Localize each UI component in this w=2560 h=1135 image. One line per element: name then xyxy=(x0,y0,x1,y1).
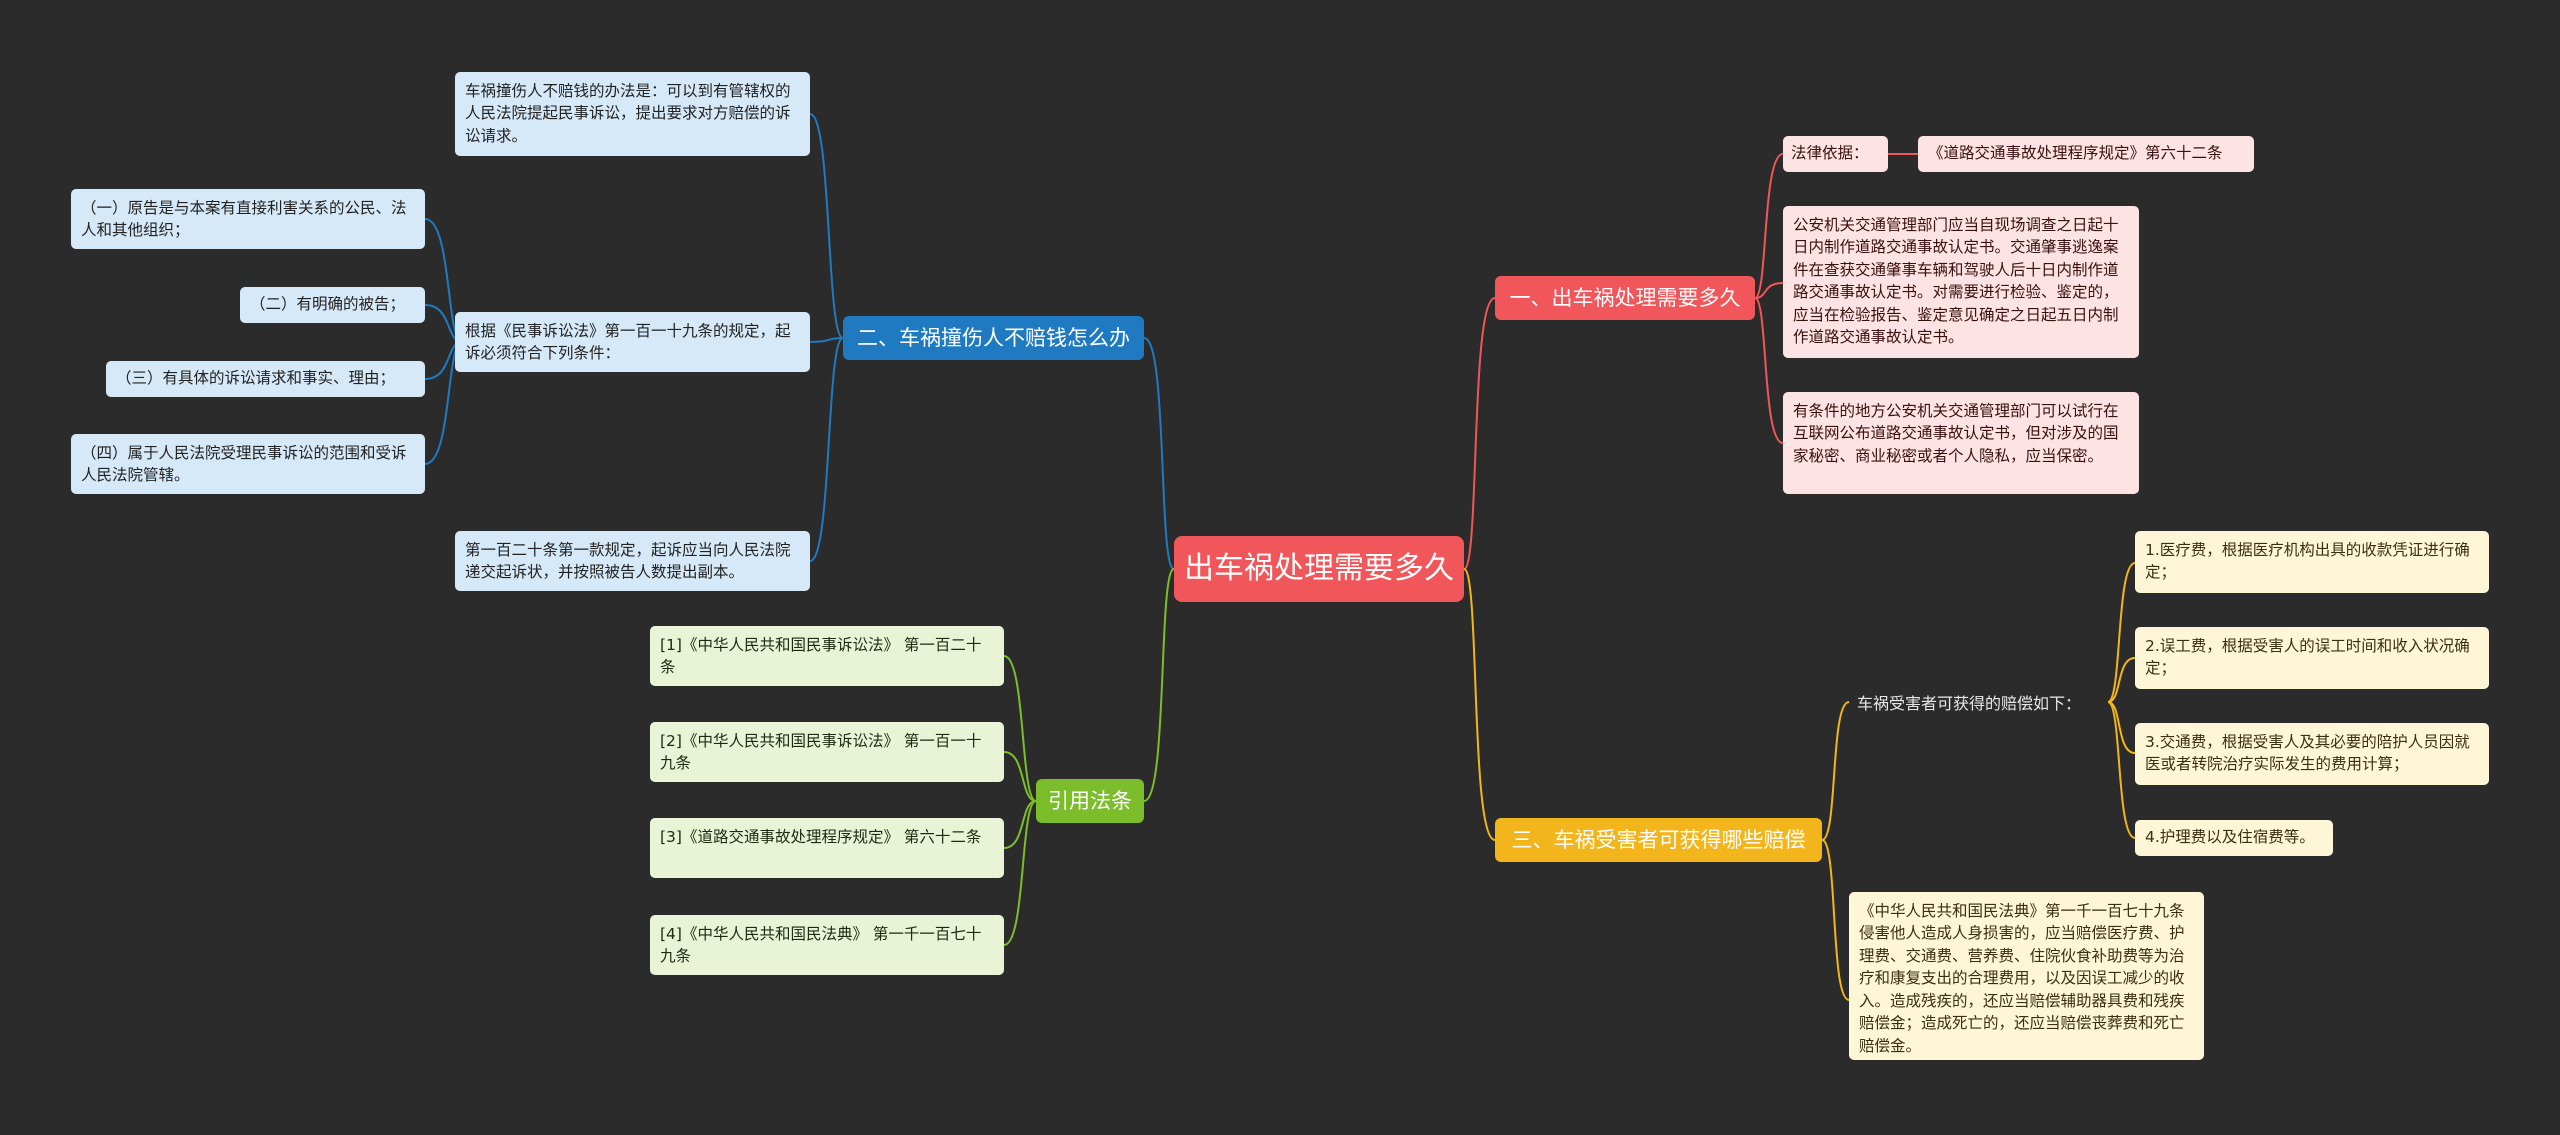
condition-3[interactable]: （三）有具体的诉讼请求和事实、理由； xyxy=(106,361,425,397)
root-topic[interactable]: 出车祸处理需要多久 xyxy=(1174,536,1464,602)
connector-b2-art120 xyxy=(809,337,844,562)
connector-b4-r3 xyxy=(1003,800,1037,849)
connector-intro-i1 xyxy=(2107,562,2136,703)
connector-b4-r1 xyxy=(1003,655,1037,802)
connector-root-b1 xyxy=(1463,297,1496,570)
connector-root-b4 xyxy=(1143,568,1175,802)
citation-1[interactable]: [1]《中华人民共和国民事诉讼法》 第一百二十条 xyxy=(650,626,1004,686)
connector-b2-conditions xyxy=(809,337,844,343)
connector-b1-text1 xyxy=(1754,282,1784,299)
lawsuit-conditions-text[interactable]: 根据《民事诉讼法》第一百一十九条的规定，起诉必须符合下列条件： xyxy=(455,312,810,372)
compensation-medical[interactable]: 1.医疗费，根据医疗机构出具的收款凭证进行确定； xyxy=(2135,531,2489,593)
branch-refuse-pay[interactable]: 二、车祸撞伤人不赔钱怎么办 xyxy=(843,316,1144,360)
connector-intro-i2 xyxy=(2107,657,2136,703)
branch-duration[interactable]: 一、出车祸处理需要多久 xyxy=(1495,276,1755,320)
citation-2[interactable]: [2]《中华人民共和国民事诉讼法》 第一百一十九条 xyxy=(650,722,1004,782)
connector-intro-i3 xyxy=(2107,701,2136,754)
connector-b3-civil xyxy=(1821,839,1850,1001)
connector-b1-text2 xyxy=(1754,297,1784,444)
connector-root-b2 xyxy=(1143,337,1175,570)
branch-cited-laws[interactable]: 引用法条 xyxy=(1036,779,1144,823)
connector-intro-i4 xyxy=(2107,701,2136,839)
law-basis-reference[interactable]: 《道路交通事故处理程序规定》第六十二条 xyxy=(1918,136,2254,172)
compensation-intro[interactable]: 车祸受害者可获得的赔偿如下： xyxy=(1857,694,2082,713)
remedy-lawsuit-text[interactable]: 车祸撞伤人不赔钱的办法是：可以到有管辖权的人民法院提起民事诉讼，提出要求对方赔偿… xyxy=(455,72,810,156)
compensation-transport[interactable]: 3.交通费，根据受害人及其必要的陪护人员因就医或者转院治疗实际发生的费用计算； xyxy=(2135,723,2489,785)
traffic-police-deadline-text[interactable]: 公安机关交通管理部门应当自现场调查之日起十日内制作道路交通事故认定书。交通肇事逃… xyxy=(1783,206,2139,358)
connector-b4-r2 xyxy=(1003,751,1037,802)
connector-root-b3 xyxy=(1463,568,1496,841)
connector-b1-law xyxy=(1754,153,1784,299)
condition-1[interactable]: （一）原告是与本案有直接利害关系的公民、法人和其他组织； xyxy=(71,189,425,249)
condition-2[interactable]: （二）有明确的被告； xyxy=(240,287,425,323)
article-120-text[interactable]: 第一百二十条第一款规定，起诉应当向人民法院递交起诉状，并按照被告人数提出副本。 xyxy=(455,531,810,591)
compensation-nursing[interactable]: 4.护理费以及住宿费等。 xyxy=(2135,820,2333,856)
connector-b2-way xyxy=(809,113,844,339)
citation-3[interactable]: [3]《道路交通事故处理程序规定》 第六十二条 xyxy=(650,818,1004,878)
citation-4[interactable]: [4]《中华人民共和国民法典》 第一千一百七十九条 xyxy=(650,915,1004,975)
civil-code-article[interactable]: 《中华人民共和国民法典》第一千一百七十九条侵害他人造成人身损害的，应当赔偿医疗费… xyxy=(1849,892,2204,1060)
law-basis-label[interactable]: 法律依据： xyxy=(1783,136,1888,172)
branch-compensation[interactable]: 三、车祸受害者可获得哪些赔偿 xyxy=(1495,818,1822,862)
connector-b4-r4 xyxy=(1003,800,1037,946)
online-publication-text[interactable]: 有条件的地方公安机关交通管理部门可以试行在互联网公布道路交通事故认定书，但对涉及… xyxy=(1783,392,2139,494)
compensation-lost-wages[interactable]: 2.误工费，根据受害人的误工时间和收入状况确定； xyxy=(2135,627,2489,689)
connector-b3-intro xyxy=(1821,701,1850,841)
condition-4[interactable]: （四）属于人民法院受理民事诉讼的范围和受诉人民法院管辖。 xyxy=(71,434,425,494)
